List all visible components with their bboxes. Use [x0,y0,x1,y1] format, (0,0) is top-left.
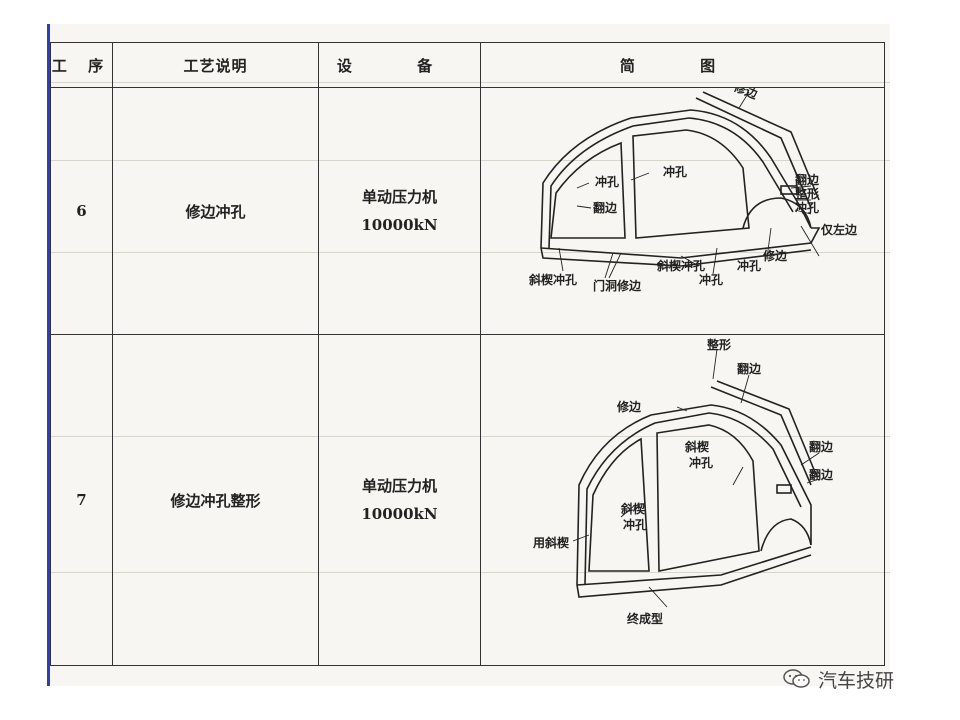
label-cam-left: 斜楔 [620,501,646,516]
table-row: 6 修边冲孔 单动压力机 10000kN [50,87,885,335]
label-final-forming: 终成型 [627,611,663,626]
row-sketch: 整形 翻边 修边 翻边 翻边 斜楔 冲孔 斜楔 冲孔 用斜楔 终成型 [480,334,885,666]
side-panel-sketch: 整形 翻边 修边 翻边 翻边 斜楔 冲孔 斜楔 冲孔 用斜楔 终成型 [532,337,834,626]
header-row: 工 序 工艺说明 设 备 简 图 [50,42,885,88]
equipment-force: 10000kN [361,216,438,234]
callout-labels: 整形 翻边 修边 翻边 翻边 斜楔 冲孔 斜楔 冲孔 用斜楔 终成型 [532,337,834,626]
label-flange: 翻边 [795,172,820,187]
header-sketch: 简 图 [480,42,885,88]
body-side-outline [540,91,821,267]
row-process: 修边冲孔整形 [112,334,319,666]
callout-lines [558,91,820,279]
callout-lines [572,348,820,608]
callout-labels: 修边 翻边 整形 冲孔 冲孔 仅左边 修边 冲孔 翻边 斜楔冲孔 斜楔冲孔 门洞… [528,88,858,293]
row-sketch: 修边 翻边 整形 冲孔 冲孔 仅左边 修边 冲孔 翻边 斜楔冲孔 斜楔冲孔 门洞… [480,87,885,335]
equipment-name: 单动压力机 [361,188,437,206]
label-pierce-b: 冲孔 [699,272,723,287]
row-equipment: 单动压力机 10000kN [318,334,481,666]
equipment-force: 10000kN [361,505,438,523]
row-process: 修边冲孔 [112,87,319,335]
label-cam-pierce-left: 斜楔冲孔 [528,272,577,287]
label-left-only: 仅左边 [820,222,858,237]
header-seq: 工 序 [50,42,113,88]
wechat-icon [783,669,810,688]
watermark: 汽车技研 [782,664,894,694]
label-flange-right-b: 翻边 [809,467,834,482]
label-flange-a: 翻边 [593,200,618,215]
row-seq: 6 [50,87,113,335]
equipment-name: 单动压力机 [361,477,437,495]
label-restrike-top: 整形 [706,337,731,352]
label-pierce-mid: 冲孔 [689,455,713,470]
label-pierce-left: 冲孔 [623,517,647,532]
header-process: 工艺说明 [112,42,319,88]
label-trim-wheel: 修边 [762,248,788,263]
label-flange-top: 翻边 [737,361,762,376]
side-panel-sketch: 修边 翻边 整形 冲孔 冲孔 仅左边 修边 冲孔 翻边 斜楔冲孔 斜楔冲孔 门洞… [528,88,858,293]
label-trim: 修边 [616,399,642,414]
table-row: 7 修边冲孔整形 单动压力机 10000kN [50,334,885,666]
scan-edge-bar [47,24,50,686]
label-cam-mid: 斜楔 [684,439,710,454]
header-equipment: 设 备 [318,42,481,88]
watermark-text: 汽车技研 [818,669,895,692]
label-pierce-mid: 冲孔 [663,164,687,179]
label-restrike: 整形 [794,186,819,201]
label-trim-top: 修边 [731,88,761,102]
process-table: 工 序 工艺说明 设 备 简 图 6 修边冲孔 单动压力机 10000kN [50,42,885,666]
label-door-trim: 门洞修边 [593,278,642,293]
row-equipment: 单动压力机 10000kN [318,87,481,335]
label-flange-right-a: 翻边 [809,439,834,454]
label-cam-pierce-mid: 斜楔冲孔 [656,258,705,273]
row-seq: 7 [50,334,113,666]
body-side-outline [576,380,818,598]
label-use-cam: 用斜楔 [532,535,570,550]
label-pierce-a: 冲孔 [595,174,619,189]
label-pierce-c: 冲孔 [737,258,761,273]
label-pierce-right: 冲孔 [795,200,819,215]
